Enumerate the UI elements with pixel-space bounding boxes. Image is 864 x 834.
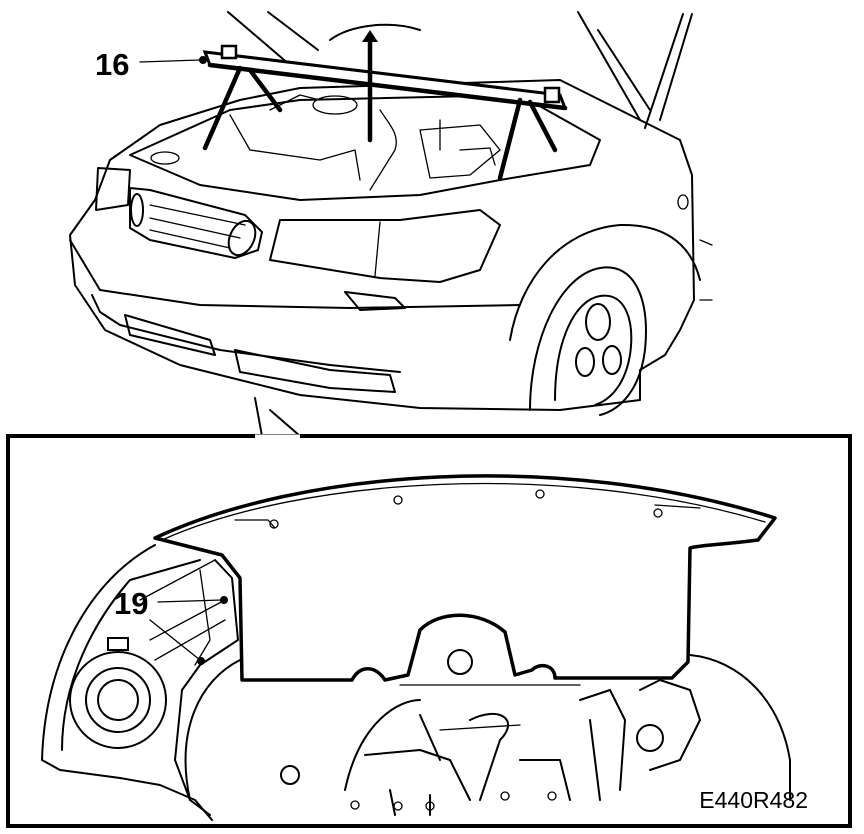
cover-center-hole xyxy=(447,649,473,675)
car-front-illustration xyxy=(69,11,713,416)
engine-part-curve-left xyxy=(344,699,421,791)
side-marker xyxy=(677,194,689,210)
callout-19-leader-lower xyxy=(149,619,201,661)
callout-16-dot xyxy=(199,56,207,64)
support-bar xyxy=(202,30,568,181)
inner-wing-outer xyxy=(41,544,156,761)
engine-bay-outline xyxy=(129,94,601,201)
detail-inset xyxy=(6,434,852,828)
bonnet-edge-right xyxy=(577,11,693,129)
callout-19-dot-upper xyxy=(220,596,228,604)
figure-reference: E440R482 xyxy=(699,787,808,813)
lower-body-curve xyxy=(184,659,241,801)
grille-opening-left xyxy=(130,193,144,227)
callout-19-leader xyxy=(157,599,223,603)
headlight-right xyxy=(269,209,501,283)
cover-hole-1 xyxy=(269,519,279,529)
cover-panel-shape xyxy=(153,474,777,682)
wheel-hole-3 xyxy=(602,345,622,375)
engine-components xyxy=(229,109,501,191)
headlamp-housing-outer xyxy=(69,651,167,749)
bumper-top-line xyxy=(69,239,521,309)
lower-body-hole xyxy=(280,765,300,785)
cover-hole-2 xyxy=(393,495,403,505)
bolt-1 xyxy=(350,800,360,810)
bonnet-edge-left xyxy=(227,11,319,66)
detail-pointer xyxy=(254,397,301,437)
headlamp-housing-center xyxy=(97,679,139,721)
bumper-lower-line xyxy=(91,294,401,373)
wheel-rim xyxy=(554,294,633,406)
cover-panel-lip xyxy=(161,482,766,541)
car-body-outline xyxy=(69,79,695,411)
engine-rail xyxy=(399,684,581,731)
engine-details xyxy=(269,94,496,166)
bumper-vent-left xyxy=(124,314,216,356)
grille-slats xyxy=(149,204,246,249)
tyre-outer xyxy=(529,266,647,416)
grille-opening-right xyxy=(227,219,257,257)
right-arch-hole xyxy=(636,724,664,752)
front-grille xyxy=(129,187,263,259)
engine-parts xyxy=(364,712,510,801)
door-gap xyxy=(699,239,713,301)
reservoir-cap xyxy=(312,95,358,115)
callout-19-label: 19 xyxy=(114,586,148,621)
bolt-4 xyxy=(500,791,510,801)
wheel-hole-1 xyxy=(585,303,611,341)
wheel-arch xyxy=(509,223,701,341)
beam-end-cap-left xyxy=(220,44,238,60)
callout-16-label: 16 xyxy=(95,47,129,82)
bolt-5 xyxy=(547,791,557,801)
cover-hole-3 xyxy=(535,489,545,499)
callout-19-dot-lower xyxy=(197,657,205,665)
support-leg-right xyxy=(497,97,558,181)
headlamp-connector xyxy=(107,637,129,651)
support-beam-edge xyxy=(207,62,568,111)
callout-16: 16 xyxy=(95,47,207,82)
cover-hole-4 xyxy=(653,508,663,518)
fastener-bracket xyxy=(174,559,239,816)
headlight-left xyxy=(95,167,131,211)
fog-light xyxy=(344,291,406,311)
bracket-lines xyxy=(139,559,226,661)
cover-panel-ribs xyxy=(234,504,701,529)
bracket-inner xyxy=(194,569,211,666)
inner-wing-bottom xyxy=(41,759,213,821)
headlight-divider xyxy=(374,221,381,277)
callout-19: 19 xyxy=(114,586,228,665)
bolt-2 xyxy=(393,801,403,811)
engine-cover-panel xyxy=(153,474,777,682)
callout-16-leader xyxy=(139,59,201,63)
headlamp-housing-ring xyxy=(85,667,151,733)
bolt-3 xyxy=(425,801,435,811)
engine-parts-lower xyxy=(389,689,626,816)
fluid-cap xyxy=(150,151,180,165)
hook-tip xyxy=(362,30,378,42)
wheel-hole-2 xyxy=(575,347,595,377)
right-arch-bracket xyxy=(639,679,701,771)
beam-end-cap-right xyxy=(543,86,561,104)
support-leg-left xyxy=(202,65,283,151)
right-wheel-arch xyxy=(689,654,791,801)
bumper-vent-right xyxy=(234,349,396,393)
inner-wing-inner xyxy=(61,559,201,751)
bonnet-underside xyxy=(329,23,421,41)
